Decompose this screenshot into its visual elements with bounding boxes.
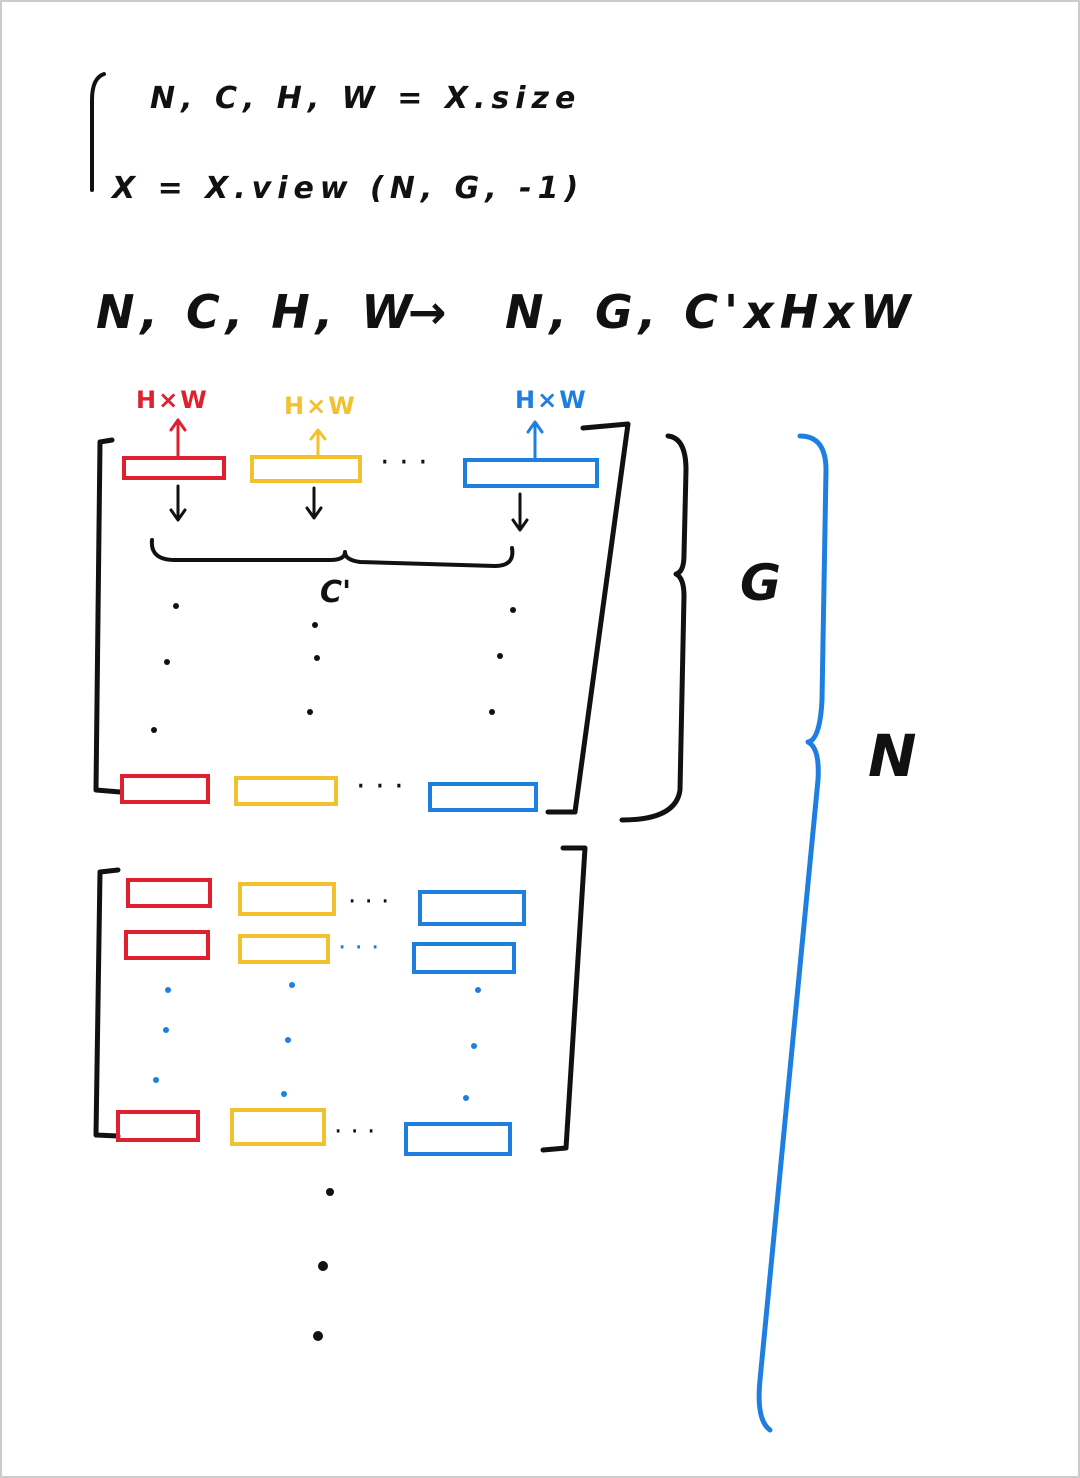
n-label: N [868, 722, 917, 790]
group-2-right-bracket [540, 845, 588, 1153]
g2-ellipsis-2: · · · [338, 933, 379, 963]
up-arrow-red [169, 418, 187, 458]
g2-red-bottom [116, 1110, 200, 1142]
ellipsis-bottom: · · · [356, 769, 404, 804]
trailing-dots [313, 1188, 334, 1341]
g2-ellipsis-bottom: · · · [334, 1117, 375, 1147]
hw-label-blue: H×W [515, 386, 588, 414]
hw-label-red: H×W [136, 386, 209, 414]
down-arrow-red [169, 484, 187, 522]
group-1-left-bracket [93, 437, 123, 795]
c-prime-brace [149, 538, 515, 568]
g2-yellow-bottom [230, 1108, 326, 1146]
group-2-left-bracket [93, 867, 121, 1139]
group-2: · · · · · · · · · [93, 845, 588, 1156]
down-arrow-yellow [305, 486, 323, 520]
g2-blue-bottom [404, 1122, 512, 1156]
code-bracket [90, 72, 106, 192]
g-brace [619, 433, 689, 823]
g2-blue-2 [412, 942, 516, 974]
group-1-right-bracket [545, 421, 631, 815]
ellipsis-top: · · · [380, 445, 428, 480]
g2-ellipsis-1: · · · [348, 887, 389, 917]
up-arrow-yellow [309, 428, 327, 458]
vertical-dots-group-2 [153, 982, 481, 1101]
g2-red-2 [124, 930, 210, 960]
channel-yellow-bottom [234, 776, 338, 806]
g2-blue-1 [418, 890, 526, 926]
c-prime-label: C' [320, 575, 351, 610]
channel-red-top [122, 456, 226, 480]
hw-label-yellow: H×W [284, 392, 357, 420]
code-line-2: X = X.view (N, G, -1) [110, 171, 584, 206]
channel-red-bottom [120, 774, 210, 804]
channel-blue-bottom [428, 782, 538, 812]
vertical-dots-group-1 [151, 603, 516, 733]
up-arrows [169, 418, 544, 460]
shape-to: N, G, C'xHxW [505, 285, 917, 339]
channel-blue-top [463, 458, 599, 488]
channel-yellow-top [250, 455, 362, 483]
up-arrow-blue [526, 420, 544, 460]
down-arrow-blue [511, 492, 529, 532]
group-1: · · · C' · · · [93, 421, 631, 815]
down-arrows [169, 484, 529, 532]
shape-from: N, C, H, W [96, 285, 418, 339]
n-brace [756, 433, 829, 1433]
g2-yellow-1 [238, 882, 336, 916]
code-line-1: N, C, H, W = X.size [150, 81, 581, 116]
shape-arrow: → [408, 285, 453, 339]
g2-yellow-2 [238, 934, 330, 964]
g-label: G [740, 554, 781, 612]
g2-red-1 [126, 878, 212, 908]
